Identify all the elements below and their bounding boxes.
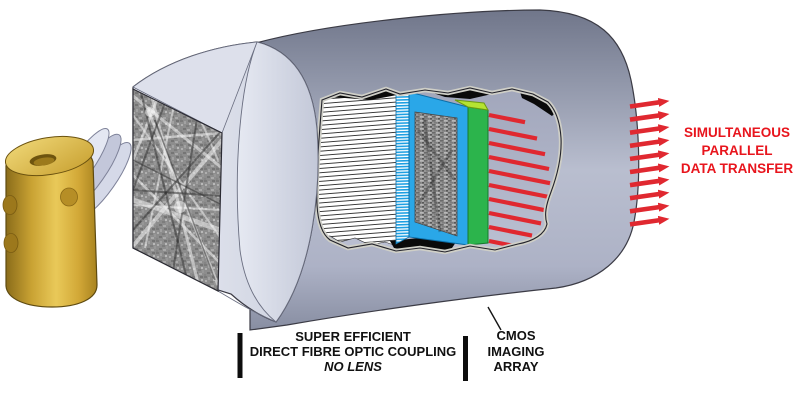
front-chamfer-top: [132, 41, 258, 134]
sensor-board-top: [454, 99, 489, 111]
phosphor-outline: [132, 88, 223, 292]
coupling-line-2: DIRECT FIBRE OPTIC COUPLING: [249, 344, 457, 359]
label-fibre-optic-coupling: SUPER EFFICIENT DIRECT FIBRE OPTIC COUPL…: [242, 329, 464, 374]
label-simultaneous-parallel-data-transfer: SIMULTANEOUS PARALLEL DATA TRANSFER: [657, 124, 800, 178]
sample-top-hole-inner: [33, 157, 55, 166]
coupling-tick-bar: [237, 333, 243, 378]
front-ring-band: [236, 41, 319, 323]
phosphor-screen: [132, 88, 223, 292]
fiber-optic-lines: [317, 90, 398, 247]
cmos-leader-line: [487, 306, 502, 331]
transfer-line-2: PARALLEL: [701, 143, 773, 158]
cmos-tick-bar: [463, 336, 468, 381]
sensor-board-green: [467, 106, 489, 246]
cmos-sensor-face: [414, 111, 458, 237]
shadow-top-right: [520, 92, 560, 116]
cutaway-rim-line: [316, 87, 562, 253]
sample-holder: [2, 135, 98, 308]
data-transfer-arrows: [629, 97, 670, 227]
label-cmos-imaging-array: CMOS IMAGING ARRAY: [468, 328, 564, 375]
sample-side-hole-3: [3, 233, 19, 253]
fiber-stripe-face: [395, 88, 410, 245]
kikuchi-bands: [133, 89, 222, 291]
transfer-line-3: DATA TRANSFER: [680, 161, 794, 176]
front-edge-bottom: [217, 290, 277, 323]
cutaway-window: [316, 88, 562, 252]
signal-lines: [488, 112, 551, 249]
coupling-line-1: SUPER EFFICIENT: [295, 329, 411, 344]
front-plate: [132, 41, 319, 323]
cmos-line-3: ARRAY: [493, 359, 539, 374]
sample-side-hole-2: [2, 195, 18, 215]
cmos-line-2: IMAGING: [487, 343, 545, 359]
transfer-line-1: SIMULTANEOUS: [684, 125, 790, 140]
coupling-line-3: NO LENS: [324, 359, 382, 374]
cmos-line-1: CMOS: [496, 328, 536, 343]
sensor-streaks: [416, 117, 457, 233]
sample-side-hole-1: [60, 187, 78, 207]
